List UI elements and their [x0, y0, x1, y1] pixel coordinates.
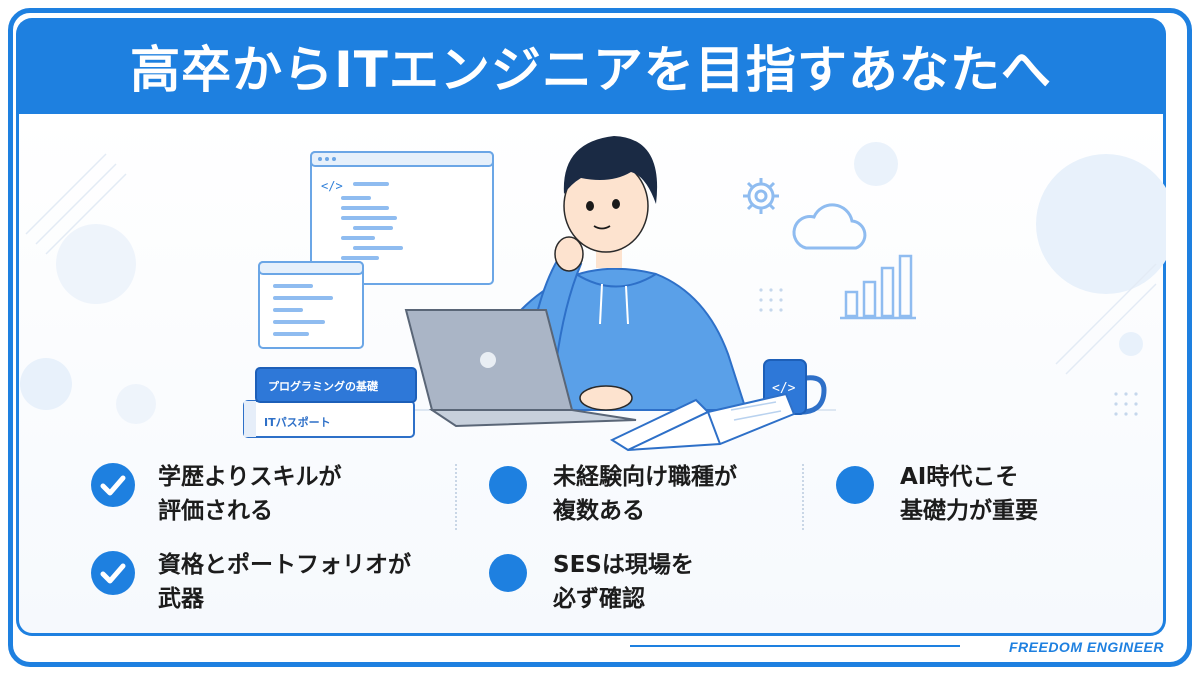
- brand-logo: FREEDOM ENGINEER: [1008, 639, 1164, 655]
- book-bottom-title: ITパスポート: [264, 415, 331, 429]
- dot-icon: [489, 466, 527, 504]
- dot-icon: [489, 554, 527, 592]
- bg-bubble: [854, 142, 898, 186]
- bg-bubble: [1036, 154, 1166, 294]
- divider: [455, 464, 457, 530]
- mug-code-icon: </>: [772, 381, 796, 396]
- bg-bubble: [20, 358, 72, 410]
- check-icon: [91, 463, 135, 507]
- bg-bubble: [56, 224, 136, 304]
- gear-icon: [743, 178, 779, 214]
- hair: [563, 136, 658, 204]
- point-item: 学歴よりスキルが 評価される: [90, 460, 342, 528]
- book-top-title: プログラミングの基礎: [268, 379, 379, 393]
- bar-chart-icon: [840, 254, 916, 320]
- point-label: 資格とポートフォリオが 武器: [158, 552, 411, 612]
- laptop: [404, 309, 637, 428]
- key-points: 学歴よりスキルが 評価される 未経験向け職種が 複数ある AI時代こそ 基礎力が…: [90, 460, 1090, 620]
- book-stack: ITパスポート プログラミングの基礎: [243, 367, 417, 438]
- code-window: </>: [310, 151, 494, 285]
- bg-bubble: [116, 384, 156, 424]
- cloud-icon: [792, 203, 867, 250]
- check-icon: [91, 551, 135, 595]
- page-title: 高卒からITエンジニアを目指すあなたへ: [130, 41, 1052, 99]
- bg-bubble: [1119, 332, 1143, 356]
- point-label: SESは現場を 必ず確認: [553, 552, 694, 612]
- engineer-illustration: </>: [20, 136, 1166, 452]
- point-item: 未経験向け職種が 複数ある: [485, 460, 737, 528]
- dot-icon: [836, 466, 874, 504]
- code-tag-icon: </>: [321, 179, 343, 193]
- point-label: 未経験向け職種が 複数ある: [553, 464, 737, 524]
- point-item: 資格とポートフォリオが 武器: [90, 548, 411, 616]
- divider: [802, 464, 804, 530]
- open-book: [609, 392, 796, 452]
- point-label: 学歴よりスキルが 評価される: [158, 464, 342, 524]
- point-item: AI時代こそ 基礎力が重要: [832, 460, 1038, 528]
- brand-rule: [630, 645, 960, 647]
- point-item: SESは現場を 必ず確認: [485, 548, 694, 616]
- title-banner: 高卒からITエンジニアを目指すあなたへ: [16, 18, 1166, 114]
- small-window: [258, 261, 364, 349]
- point-label: AI時代こそ 基礎力が重要: [900, 464, 1038, 524]
